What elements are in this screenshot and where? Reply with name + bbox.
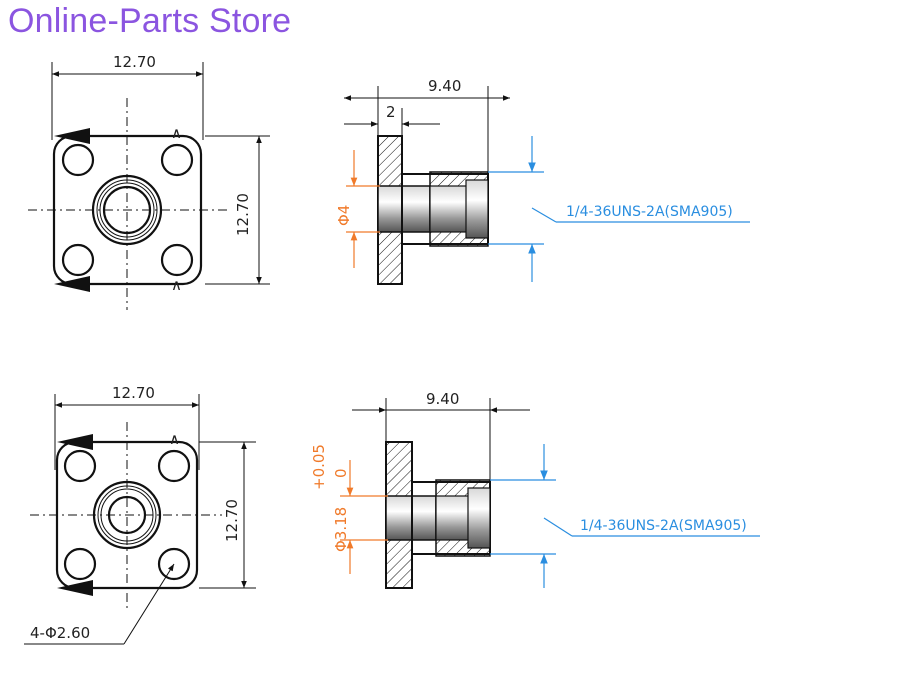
bottom-side-thread-label: 1/4-36UNS-2A(SMA905) <box>580 518 747 534</box>
svg-text:∧: ∧ <box>171 276 182 294</box>
store-title: Online-Parts Store <box>8 2 292 40</box>
top-front-height-label: 12.70 <box>234 193 252 236</box>
bottom-side-tol-upper: +0.05 <box>310 444 328 490</box>
top-side-length-label: 9.40 <box>428 77 461 95</box>
top-front-view: 12.70 12.70 ∧ ∧ <box>28 53 270 310</box>
top-side-thread-label: 1/4-36UNS-2A(SMA905) <box>566 204 733 220</box>
bottom-front-height-label: 12.70 <box>223 499 241 542</box>
svg-text:∧: ∧ <box>171 124 182 142</box>
bottom-front-holes-label: 4-Φ2.60 <box>30 624 90 642</box>
bottom-side-bore-label: Φ3.18 <box>332 507 350 552</box>
svg-text:∧: ∧ <box>169 430 180 448</box>
top-side-bore-label: Φ4 <box>335 205 353 226</box>
bottom-front-view: 12.70 12.70 ∧ 4-Φ2.60 <box>24 384 256 645</box>
top-side-view: 9.40 2 Φ4 1/4-36UNS-2A(SMA905) <box>335 77 750 285</box>
bottom-side-tol-lower: 0 <box>332 468 350 478</box>
bottom-side-length-label: 9.40 <box>426 390 459 408</box>
bottom-side-view: 9.40 Φ3.18 +0.05 0 1/4-36UNS-2A(SMA905) <box>310 390 760 589</box>
top-side-flange-label: 2 <box>386 103 396 121</box>
bottom-front-width-label: 12.70 <box>112 384 155 402</box>
top-front-width-label: 12.70 <box>113 53 156 71</box>
